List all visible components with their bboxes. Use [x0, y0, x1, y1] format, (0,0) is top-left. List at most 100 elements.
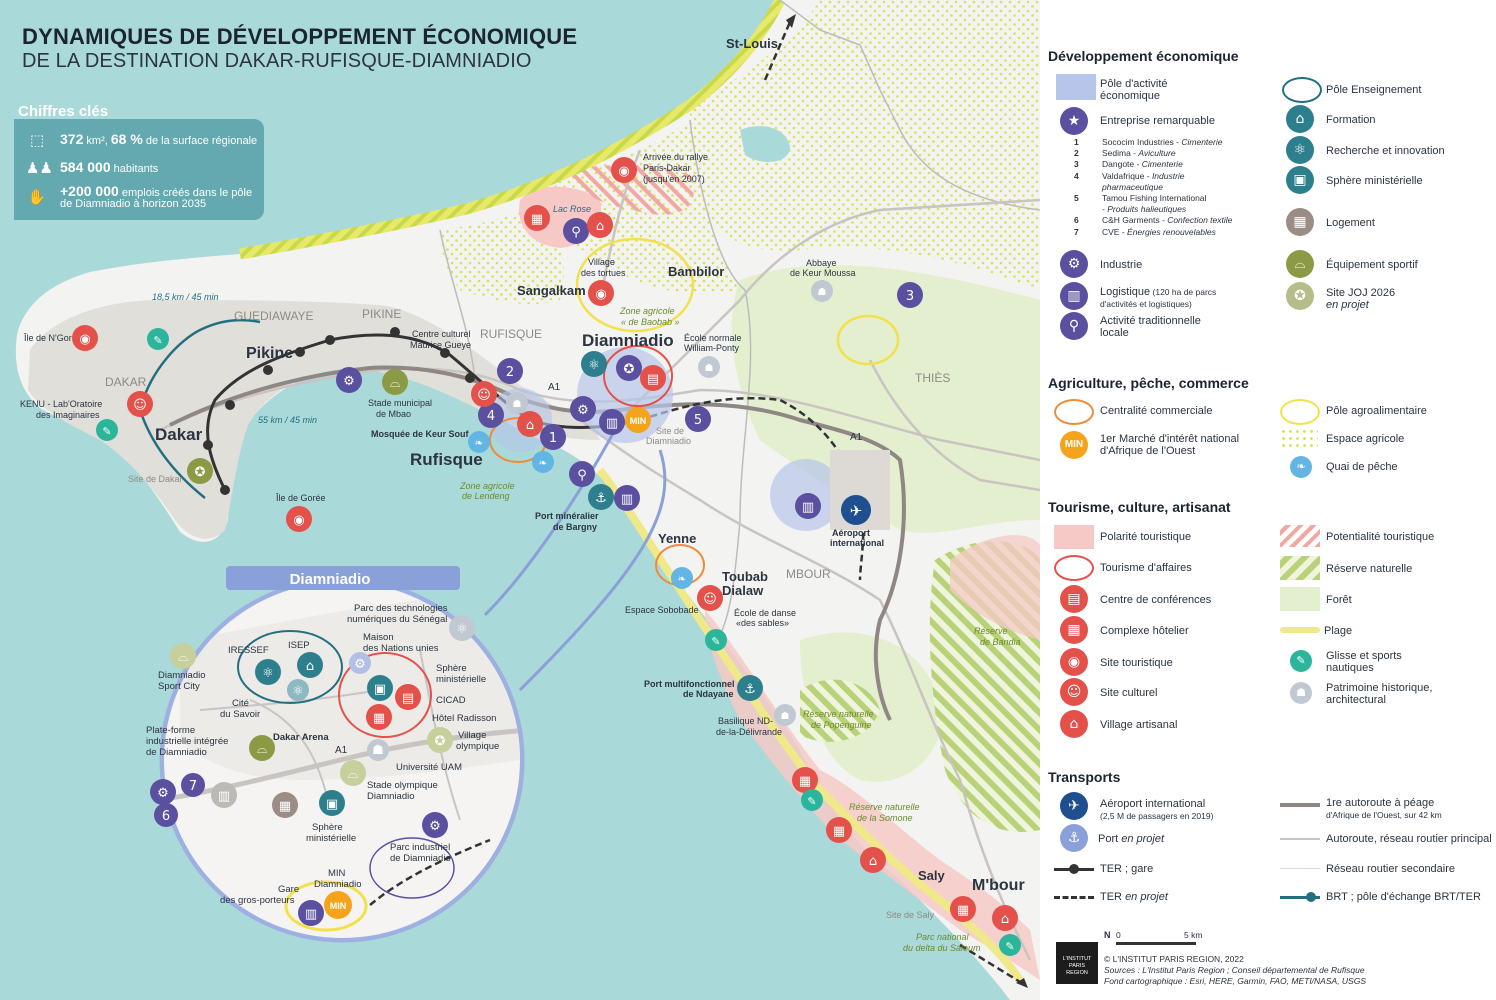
swatch-foret: [1280, 587, 1320, 611]
legend-site-tour: Site touristique: [1100, 657, 1173, 669]
arrow-south: [1016, 978, 1028, 988]
place-saly: Saly: [918, 868, 946, 883]
company-entry: Tamou Fishing International: [1102, 193, 1207, 203]
gear-icon: ⚙: [1060, 250, 1088, 278]
label-lac-rose: Lac Rose: [553, 204, 591, 214]
label-port-bargny: Port minéralier: [535, 511, 599, 521]
svg-text:▥: ▥: [218, 789, 230, 804]
label-zone-lendeng2: de Lendeng: [462, 491, 510, 501]
house-icon: ⌂: [1060, 710, 1088, 738]
svg-text:MIN: MIN: [630, 416, 647, 426]
swatch-reserve: [1280, 556, 1320, 580]
page-subtitle: DE LA DESTINATION DAKAR-RUFISQUE-DIAMNIA…: [22, 50, 532, 72]
swatch-centralite: [1054, 399, 1094, 425]
key-figure-population: 584 000 habitants: [60, 159, 159, 175]
label-abbaye2: de Keur Moussa: [790, 268, 856, 278]
scale-bar: [1116, 942, 1196, 945]
svg-text:⌓: ⌓: [348, 767, 358, 782]
inset-enterprise-star-icon: 7: [181, 773, 205, 797]
heritage-icon: ☗: [698, 356, 720, 378]
svg-text:▦: ▦: [957, 903, 969, 918]
label-a1-east: A1: [850, 432, 863, 443]
svg-text:3: 3: [906, 289, 914, 304]
reserve-popenguine: [800, 679, 880, 742]
anchor-icon: ⚓: [1060, 824, 1088, 852]
inset-min2: Diamniadio: [314, 879, 362, 890]
label-centre-culturel2: Maurice Gueye: [410, 340, 471, 350]
map-pin-icon: ⚲: [569, 461, 595, 487]
svg-text:▦: ▦: [373, 711, 385, 726]
inset-stadium-icon: ⌓: [170, 643, 196, 669]
svg-text:✎: ✎: [807, 795, 816, 808]
legend-pole-agro: Pôle agroalimentaire: [1326, 405, 1427, 417]
label-centre-culturel: Centre culturel: [412, 329, 471, 339]
svg-text:☺: ☺: [703, 592, 717, 607]
label-reserve-bandia: Réserve: [974, 626, 1008, 636]
label-port-ndayane: Port multifonctionnel: [644, 679, 735, 689]
svg-text:☗: ☗: [513, 399, 522, 410]
enterprise-star-icon: 4: [478, 402, 504, 428]
svg-text:▦: ▦: [279, 799, 291, 814]
stadium-icon: ⌓: [382, 369, 408, 395]
institut-logo: L'INSTITUT PARIS REGION: [1056, 942, 1098, 984]
svg-text:✪: ✪: [435, 734, 446, 749]
inset-stadium-icon: ⌓: [340, 760, 366, 786]
svg-text:☗: ☗: [705, 363, 714, 374]
label-reserve-popenguine: Réserve naturelle: [803, 709, 874, 719]
airplane-icon: ✈: [1060, 792, 1088, 820]
company-number: 2: [1074, 148, 1079, 159]
legend-port: Port en projet: [1098, 833, 1165, 845]
dept-pikine: PIKINE: [362, 307, 401, 321]
inset-heritage-icon: ☗: [367, 739, 389, 761]
scale-five: 5 km: [1184, 930, 1203, 940]
legend-formation: Formation: [1326, 114, 1376, 126]
fish-icon: ❧: [671, 567, 693, 589]
legend-section-eco: Développement économique: [1048, 48, 1239, 64]
svg-text:◉: ◉: [595, 287, 606, 302]
min-icon: MIN: [1060, 431, 1088, 459]
company-entry: Dangote - Cimenterie: [1102, 159, 1183, 170]
logistics-icon: ▥: [599, 409, 625, 435]
svg-text:✎: ✎: [711, 635, 720, 648]
label-zone-baobab2: « de Baobab »: [621, 317, 680, 327]
legend-pole-ens: Pôle Enseignement: [1326, 84, 1422, 96]
legend-potentialite: Potentialité touristique: [1326, 531, 1435, 543]
tourism-polarity-bandia: [950, 535, 1040, 640]
surf-icon: ✎: [96, 419, 118, 441]
label-aeroport2: international: [830, 538, 884, 548]
swatch-autoroute: [1280, 838, 1320, 840]
logistics-icon: ▥: [1060, 282, 1088, 310]
label-ecole-danse: École de danse: [734, 608, 796, 618]
label-village-tortues2: des tortues: [581, 268, 626, 278]
legend-brt: BRT ; pôle d'échange BRT/TER: [1326, 891, 1481, 903]
legend-panel: Développement économique Pôle d'activité…: [1040, 0, 1496, 1000]
place-diamniadio: Diamniadio: [582, 331, 674, 350]
svg-text:✎: ✎: [102, 425, 111, 438]
map-canvas: Diamniadio Dakar Pikine Rufisque Diamnia…: [0, 0, 1040, 1000]
map-pin-icon: ⚲: [563, 218, 589, 244]
svg-text:☗: ☗: [781, 711, 790, 722]
label-kenu2: des Imaginaires: [36, 410, 100, 420]
beach-north: [239, 0, 785, 260]
camera-icon: ◉: [286, 506, 312, 532]
inset-parc-tech: Parc des technologies: [354, 603, 448, 614]
svg-text:6: 6: [162, 809, 170, 824]
svg-text:▥: ▥: [305, 907, 317, 922]
label-mosquee: Mosquée de Keur Souf: [371, 429, 470, 439]
swatch-pole-activite: [1056, 74, 1096, 100]
key-figure-area: 372 km², 68 % de la surface régionale: [60, 131, 258, 147]
label-village-tortues: Village: [588, 257, 615, 267]
legend-plage: Plage: [1324, 625, 1353, 637]
legend-section-trans: Transports: [1048, 769, 1121, 785]
svg-text:☺: ☺: [477, 388, 491, 403]
legend-equip-sport: Équipement sportif: [1326, 259, 1418, 271]
swatch-polarite: [1054, 525, 1094, 549]
legend-secondaire: Réseau routier secondaire: [1326, 863, 1456, 875]
inset-stade-olymp2: Diamniadio: [367, 791, 415, 802]
inset-village-olymp2: olympique: [456, 741, 499, 752]
handshake-icon: ✋: [27, 188, 47, 206]
theatre-masks-icon: ☺: [697, 585, 723, 611]
label-stade-mbao: Stade municipal: [368, 398, 432, 408]
